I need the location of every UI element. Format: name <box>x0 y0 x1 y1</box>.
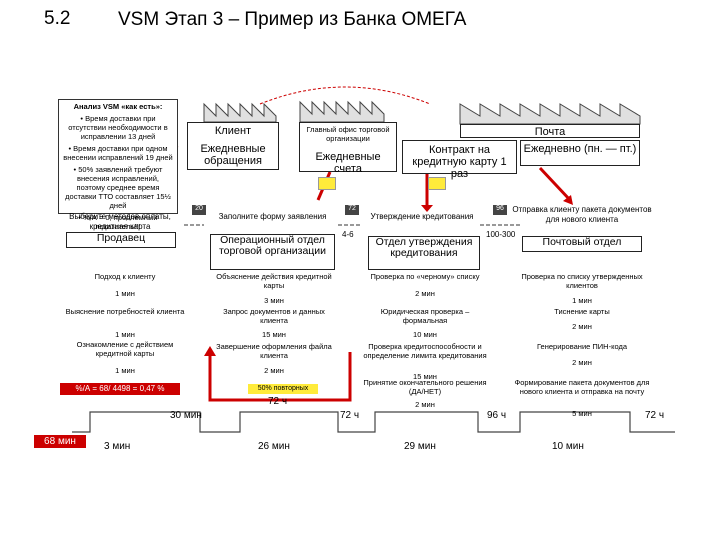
analysis-item: • 50% заявлений требуют внесения исправл… <box>65 165 171 210</box>
process-3-top: Утверждение кредитования <box>370 212 474 221</box>
process-3-op: 2 мин <box>415 289 435 298</box>
post-title: Почта <box>534 126 566 138</box>
process-2-title: Операционный отдел торговой организации <box>210 234 335 270</box>
process-4-op: Формирование пакета документов для новог… <box>514 378 650 396</box>
inventory-count: 20 <box>192 205 206 215</box>
inventory-note: 100-300 <box>486 230 516 239</box>
daily-text: Ежедневно (пн. — пт.) <box>523 143 637 155</box>
client-title: Клиент <box>214 125 252 137</box>
contract-box: Контракт на кредитную карту 1 раз <box>402 140 517 180</box>
process-4-op: 2 мин <box>572 322 592 331</box>
process-4-top: Отправка клиенту пакета документов для н… <box>512 205 652 224</box>
factory-icon-post <box>459 103 641 125</box>
analysis-box: Анализ VSM «как есть»: • Время доставки … <box>58 99 178 231</box>
process-1-op: Выяснение потребностей клиента <box>65 307 185 316</box>
process-2-op: Запрос документов и данных клиента <box>223 307 325 325</box>
process-1-top: Выберите методов оплаты, кредитная карта <box>69 212 171 231</box>
process-4-title: Почтовый отдел <box>522 236 642 252</box>
process-1-op: Ознакомление с действием кредитной карты <box>76 340 174 358</box>
process-3-op: Проверка кредитоспособности и определени… <box>363 342 487 360</box>
post-box: Почта <box>460 124 640 138</box>
process-1-op: Подход к клиенту <box>94 272 156 281</box>
client-sub: Ежедневные обращения <box>200 143 266 167</box>
process-3-op: 2 мин <box>415 400 435 409</box>
inventory-count: 96 <box>493 205 507 215</box>
inventory-icon <box>318 177 336 190</box>
timeline-wait: 96 ч <box>487 410 507 421</box>
client-box: Клиент Ежедневные обращения <box>187 122 279 170</box>
process-4-op: 5 мин <box>572 409 592 418</box>
rework-time: 72 ч <box>268 396 288 407</box>
factory-icon-office <box>299 100 385 123</box>
process-2-top: Заполните форму заявления <box>218 212 327 221</box>
process-1-op: 1 мин <box>115 289 135 298</box>
timeline-process: 29 мин <box>404 441 436 452</box>
timeline-process: 10 мин <box>552 441 584 452</box>
process-4-op: Проверка по списку утвержденных клиентов <box>521 272 643 290</box>
process-3-op: Принятие окончательного решения (ДА/НЕТ) <box>363 378 487 396</box>
process-2-op: 3 мин <box>264 296 284 305</box>
contract-text: Контракт на кредитную карту 1 раз <box>412 144 507 180</box>
analysis-item: • %/А = 0, проблемный показатель!!! <box>78 213 158 231</box>
process-3-op: Проверка по «черному» списку <box>370 272 480 281</box>
head-office-title: Главный офис торговой организации <box>306 125 390 143</box>
process-3-op: 10 мин <box>413 330 437 339</box>
timeline-wait: 72 ч <box>340 410 360 421</box>
process-3-op: 15 мин <box>413 372 437 381</box>
process-4-op: 2 мин <box>572 358 592 367</box>
process-2-op: Объяснение действия кредитной карты <box>216 272 332 290</box>
process-1-op: 1 мин <box>115 330 135 339</box>
rework-label: 50% повторных <box>248 384 318 394</box>
timeline-total: 68 мин <box>34 435 86 448</box>
timeline-process: 26 мин <box>258 441 290 452</box>
process-2-op: Завершение оформления файла клиента <box>216 342 332 360</box>
inventory-count: 72 <box>345 205 359 215</box>
timeline-wait: 72 ч <box>645 410 665 421</box>
slide-title: VSM Этап 3 – Пример из Банка ОМЕГА <box>118 9 467 30</box>
process-3-title: Отдел утверждения кредитования <box>368 236 480 270</box>
inventory-note: 4-6 <box>342 230 354 239</box>
head-office-sub: Ежедневные счета <box>315 151 381 175</box>
inventory-icon <box>428 177 446 190</box>
analysis-item: • Время доставки при одном внесении испр… <box>63 144 173 162</box>
timeline-wait: 30 мин <box>170 410 202 421</box>
timeline-process: 3 мин <box>104 441 131 452</box>
process-4-op: Тиснение карты <box>554 307 610 316</box>
process-2-op: 15 мин <box>262 330 286 339</box>
analysis-item: • Время доставки при отсутствии необходи… <box>68 114 168 141</box>
slide-number: 5.2 <box>44 8 71 29</box>
head-office-box: Главный офис торговой организации Ежедне… <box>299 122 397 175</box>
daily-box: Ежедневно (пн. — пт.) <box>520 140 640 166</box>
process-4-op: 1 мин <box>572 296 592 305</box>
process-1-op: 1 мин <box>115 366 135 375</box>
process-2-op: 2 мин <box>264 366 284 375</box>
factory-icon-client <box>203 102 277 123</box>
analysis-heading: Анализ VSM «как есть»: <box>73 102 163 111</box>
process-1-title: Продавец <box>66 232 176 248</box>
process-3-op: Юридическая проверка – формальная <box>380 307 470 325</box>
process-4-op: Генерирование ПИН-кода <box>536 342 628 351</box>
pa-ratio: %/А = 68/ 4498 = 0,47 % <box>60 383 180 395</box>
